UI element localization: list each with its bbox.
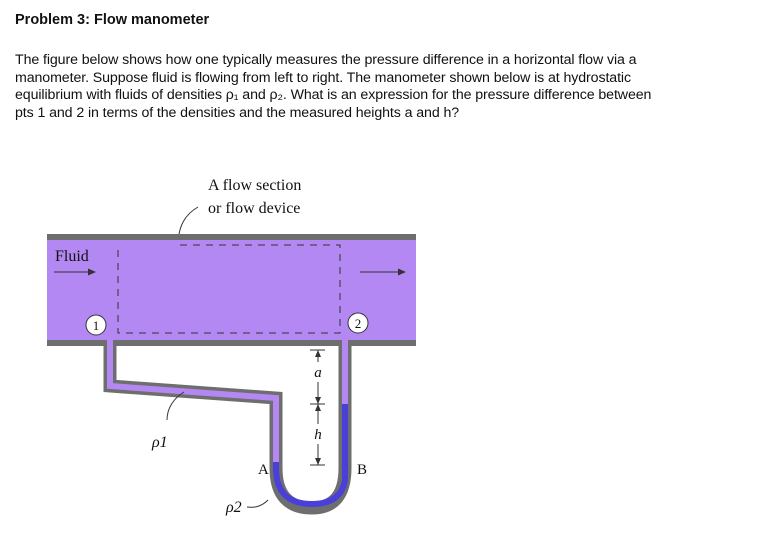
statement-line-2: manometer. Suppose fluid is flowing from… [15,69,631,86]
point-2-label: 2 [355,316,362,331]
point-1-marker [85,314,107,336]
control-volume-dashed [117,244,341,334]
problem-title: Problem 3: Flow manometer [15,12,210,28]
outflow-arrow [360,268,406,276]
pipe-bottom-wall-right [351,340,416,346]
caption-line-1: A flow section [208,177,301,194]
rho1-leader [166,391,185,421]
label-a: a [314,365,322,381]
dimension-lines [310,349,325,466]
fluid-label: Fluid [55,248,89,265]
fluid-label-bg [50,243,96,269]
rho1-label: ρ1 [151,434,168,451]
manometer-tube [103,340,352,515]
rho2-label: ρ2 [225,499,242,516]
inflow-arrow [54,268,96,276]
rho2-fluid [273,404,348,507]
point-2-marker [347,312,369,334]
rho2-leader [246,499,269,508]
label-A: A [258,462,269,478]
label-h: h [314,427,322,443]
statement-line-1: The figure below shows how one typically… [15,52,637,68]
statement-line-3: equilibrium with fluids of densities ρ₁ … [15,87,652,104]
problem-statement: The figure below shows how one typically… [15,52,755,122]
caption-line-2: or flow device [208,200,300,217]
pipe-top-wall [47,234,416,240]
point-1-label: 1 [93,318,100,333]
pipe-bottom-wall-middle [116,340,340,346]
label-B: B [357,462,367,478]
statement-line-4: pts 1 and 2 in terms of the densities an… [15,104,460,121]
pipe-bottom-wall-left [47,340,105,346]
